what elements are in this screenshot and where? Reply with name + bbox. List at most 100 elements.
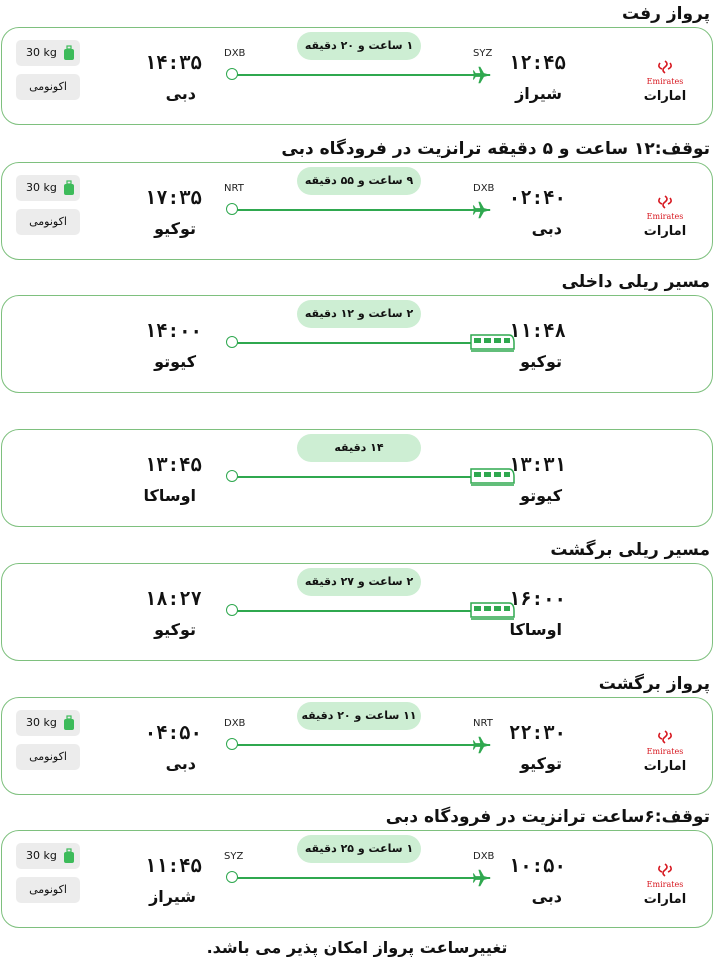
route-line — [235, 74, 490, 76]
route-line — [235, 744, 490, 746]
emirates-logo: Emirates — [647, 60, 683, 86]
plane-icon — [472, 736, 492, 754]
departure-time: ۱۶:۰۰ — [508, 588, 566, 610]
departure-city: دبی — [531, 219, 562, 238]
duration-badge: ۲ ساعت و ۲۷ دقیقه — [297, 568, 421, 596]
plane-icon — [472, 869, 492, 887]
route-end-dot — [226, 470, 238, 482]
section-title-domestic-rail: مسیر ریلی داخلی — [561, 272, 710, 292]
baggage-badge: 30 kg — [16, 175, 80, 201]
departure-city: شیراز — [515, 84, 562, 103]
departure-time: ۲۲:۳۰ — [508, 722, 566, 744]
departure-code: DXB — [473, 183, 495, 194]
plane-icon — [472, 66, 492, 84]
arrival-time: ۱۷:۳۵ — [144, 187, 202, 209]
baggage-badge: 30 kg — [16, 710, 80, 736]
luggage-icon — [64, 45, 74, 60]
baggage-badge: 30 kg — [16, 843, 80, 869]
arrival-time: ۱۴:۰۰ — [144, 320, 202, 342]
train-icon — [470, 602, 515, 620]
arrival-city: دبی — [165, 84, 196, 103]
emirates-logo: Emirates — [647, 730, 684, 756]
emirates-logo: Emirates — [647, 863, 684, 889]
svg-text:Emirates: Emirates — [647, 747, 684, 756]
duration-badge: ۱۴ دقیقه — [297, 434, 421, 462]
arrival-city: شیراز — [149, 887, 196, 906]
cabin-class-badge: اکونومی — [16, 74, 80, 100]
airline-name: امارات — [643, 892, 687, 907]
section-title-layover-dubai-outbound: توقف:۱۲ ساعت و ۵ دقیقه ترانزیت در فرودگا… — [281, 139, 710, 159]
departure-city: دبی — [531, 887, 562, 906]
arrival-time: ۱۸:۲۷ — [144, 588, 202, 610]
arrival-time: ۰۴:۵۰ — [144, 722, 202, 744]
route-line — [235, 209, 490, 211]
route-end-dot — [226, 68, 238, 80]
route-end-dot — [226, 871, 238, 883]
section-title-layover-dubai-return: توقف:۶ساعت ترانزیت در فرودگاه دبی — [385, 807, 710, 827]
airline: Emirates امارات — [640, 193, 690, 239]
route-end-dot — [226, 203, 238, 215]
train-card-kyoto-osaka[interactable]: ۱۳:۳۱ کیوتو ۱۳:۴۵ اوساکا ۱۴ دقیقه — [1, 429, 713, 527]
route-line — [235, 476, 490, 478]
departure-code: SYZ — [473, 48, 493, 59]
departure-code: NRT — [473, 718, 493, 729]
departure-city: کیوتو — [520, 486, 562, 505]
section-title-return-rail: مسیر ریلی برگشت — [550, 540, 710, 560]
svg-text:Emirates: Emirates — [647, 880, 684, 889]
duration-badge: ۱۱ ساعت و ۲۰ دقیقه — [297, 702, 421, 730]
arrival-code: SYZ — [224, 851, 244, 862]
flight-card-dubai-shiraz[interactable]: Emirates امارات ۱۰:۵۰ دبی DXB SYZ ۱۱:۴۵ … — [1, 830, 713, 928]
cabin-class-badge: اکونومی — [16, 744, 80, 770]
baggage-allowance: 30 kg — [26, 46, 57, 59]
flight-card-tokyo-dubai[interactable]: Emirates امارات ۲۲:۳۰ توکیو NRT DXB ۰۴:۵… — [1, 697, 713, 795]
duration-badge: ۲ ساعت و ۱۲ دقیقه — [297, 300, 421, 328]
airline: Emirates امارات — [640, 861, 690, 907]
baggage-allowance: 30 kg — [26, 181, 57, 194]
airline-name: امارات — [643, 759, 687, 774]
departure-time: ۱۰:۵۰ — [508, 855, 566, 877]
route-line — [235, 342, 490, 344]
airline-name: امارات — [643, 224, 687, 239]
emirates-logo: Emirates — [647, 195, 684, 221]
departure-city: توکیو — [520, 352, 562, 371]
departure-code: DXB — [473, 851, 495, 862]
departure-time: ۱۲:۴۵ — [508, 52, 566, 74]
arrival-code: DXB — [224, 718, 246, 729]
duration-badge: ۹ ساعت و ۵۵ دقیقه — [297, 167, 421, 195]
arrival-city: توکیو — [154, 219, 196, 238]
airline: Emirates امارات — [640, 58, 690, 104]
luggage-icon — [64, 180, 74, 195]
departure-city: توکیو — [520, 754, 562, 773]
svg-text:Emirates: Emirates — [647, 212, 684, 221]
baggage-allowance: 30 kg — [26, 716, 57, 729]
baggage-badge: 30 kg — [16, 40, 80, 66]
route-end-dot — [226, 604, 238, 616]
luggage-icon — [64, 715, 74, 730]
flight-card-shiraz-dubai[interactable]: Emirates امارات ۱۲:۴۵ شیراز SYZ DXB ۱۴:۳… — [1, 27, 713, 125]
arrival-time: ۱۴:۳۵ — [144, 52, 202, 74]
airline-name: امارات — [643, 89, 687, 104]
plane-icon — [472, 201, 492, 219]
train-card-osaka-tokyo[interactable]: ۱۶:۰۰ اوساکا ۱۸:۲۷ توکیو ۲ ساعت و ۲۷ دقی… — [1, 563, 713, 661]
train-icon — [470, 468, 515, 486]
arrival-code: NRT — [224, 183, 244, 194]
section-title-return-flight: پرواز برگشت — [598, 674, 710, 694]
arrival-city: کیوتو — [154, 352, 196, 371]
cabin-class-badge: اکونومی — [16, 877, 80, 903]
arrival-city: دبی — [165, 754, 196, 773]
luggage-icon — [64, 848, 74, 863]
flight-card-dubai-tokyo[interactable]: Emirates امارات ۰۲:۴۰ دبی DXB NRT ۱۷:۳۵ … — [1, 162, 713, 260]
route-line — [235, 877, 490, 879]
route-end-dot — [226, 336, 238, 348]
departure-time: ۱۱:۴۸ — [508, 320, 566, 342]
route-end-dot — [226, 738, 238, 750]
departure-time: ۰۲:۴۰ — [508, 187, 566, 209]
cabin-class-badge: اکونومی — [16, 209, 80, 235]
section-title-outbound-flight: پرواز رفت — [622, 4, 710, 24]
duration-badge: ۱ ساعت و ۲۵ دقیقه — [297, 835, 421, 863]
route-line — [235, 610, 490, 612]
departure-city: اوساکا — [509, 620, 562, 639]
schedule-change-notice: تغییرساعت پرواز امکان پذیر می باشد. — [206, 938, 508, 957]
train-card-tokyo-kyoto[interactable]: ۱۱:۴۸ توکیو ۱۴:۰۰ کیوتو ۲ ساعت و ۱۲ دقیق… — [1, 295, 713, 393]
duration-badge: ۱ ساعت و ۲۰ دقیقه — [297, 32, 421, 60]
